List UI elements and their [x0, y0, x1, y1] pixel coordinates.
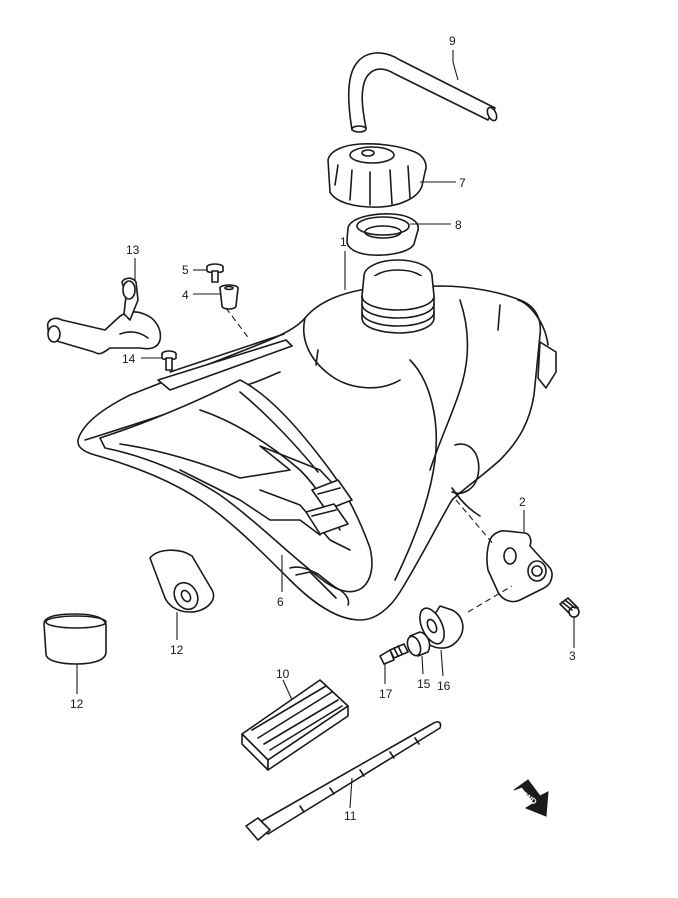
- part-3-bolt: [559, 597, 580, 618]
- callout-16: 16: [437, 679, 451, 693]
- part-8-gasket: [346, 213, 419, 256]
- part-16-cushion: [419, 605, 464, 649]
- callout-17: 17: [379, 687, 393, 701]
- part-15-collar: [406, 631, 431, 657]
- fwd-arrow-icon: FWD: [513, 779, 549, 817]
- callout-numbers: 9 7 8 1 13 5 4 14 2 6 3 12 16 15 17 10 1…: [70, 34, 576, 823]
- part-10-pad: [241, 679, 349, 771]
- callout-14: 14: [122, 352, 136, 366]
- tank-front-mount-tab: [157, 333, 293, 391]
- part-13-bracket: [46, 277, 162, 355]
- assembly-guide-lines: [225, 307, 513, 613]
- part-9-breather-hose: [347, 52, 498, 133]
- callout-6: 6: [277, 595, 284, 609]
- callout-11: 11: [344, 809, 357, 823]
- callout-13: 13: [126, 243, 140, 257]
- part-7-fuel-cap: [327, 143, 427, 208]
- callout-4: 4: [182, 288, 189, 302]
- part-2-rear-bracket: [486, 530, 553, 603]
- part-14-bolt: [161, 350, 177, 371]
- callout-15: 15: [417, 677, 431, 691]
- part-4-collar: [219, 284, 239, 310]
- part-12-cushion-a: [149, 549, 215, 613]
- part-1-fuel-tank: [77, 259, 557, 621]
- callout-8: 8: [455, 218, 462, 232]
- leader-lines: [76, 50, 575, 809]
- part-12-cushion-b: [43, 613, 107, 665]
- callout-9: 9: [449, 34, 456, 48]
- part-11-cable-tie: [245, 721, 442, 841]
- callout-3: 3: [569, 649, 576, 663]
- callout-5: 5: [182, 263, 189, 277]
- callout-12-lower: 12: [70, 697, 84, 711]
- callout-7: 7: [459, 176, 466, 190]
- part-17-bolt: [379, 643, 409, 665]
- callout-12-upper: 12: [170, 643, 184, 657]
- callout-1: 1: [340, 235, 347, 249]
- callout-10: 10: [276, 667, 290, 681]
- part-5-bolt: [206, 263, 224, 283]
- callout-2: 2: [519, 495, 526, 509]
